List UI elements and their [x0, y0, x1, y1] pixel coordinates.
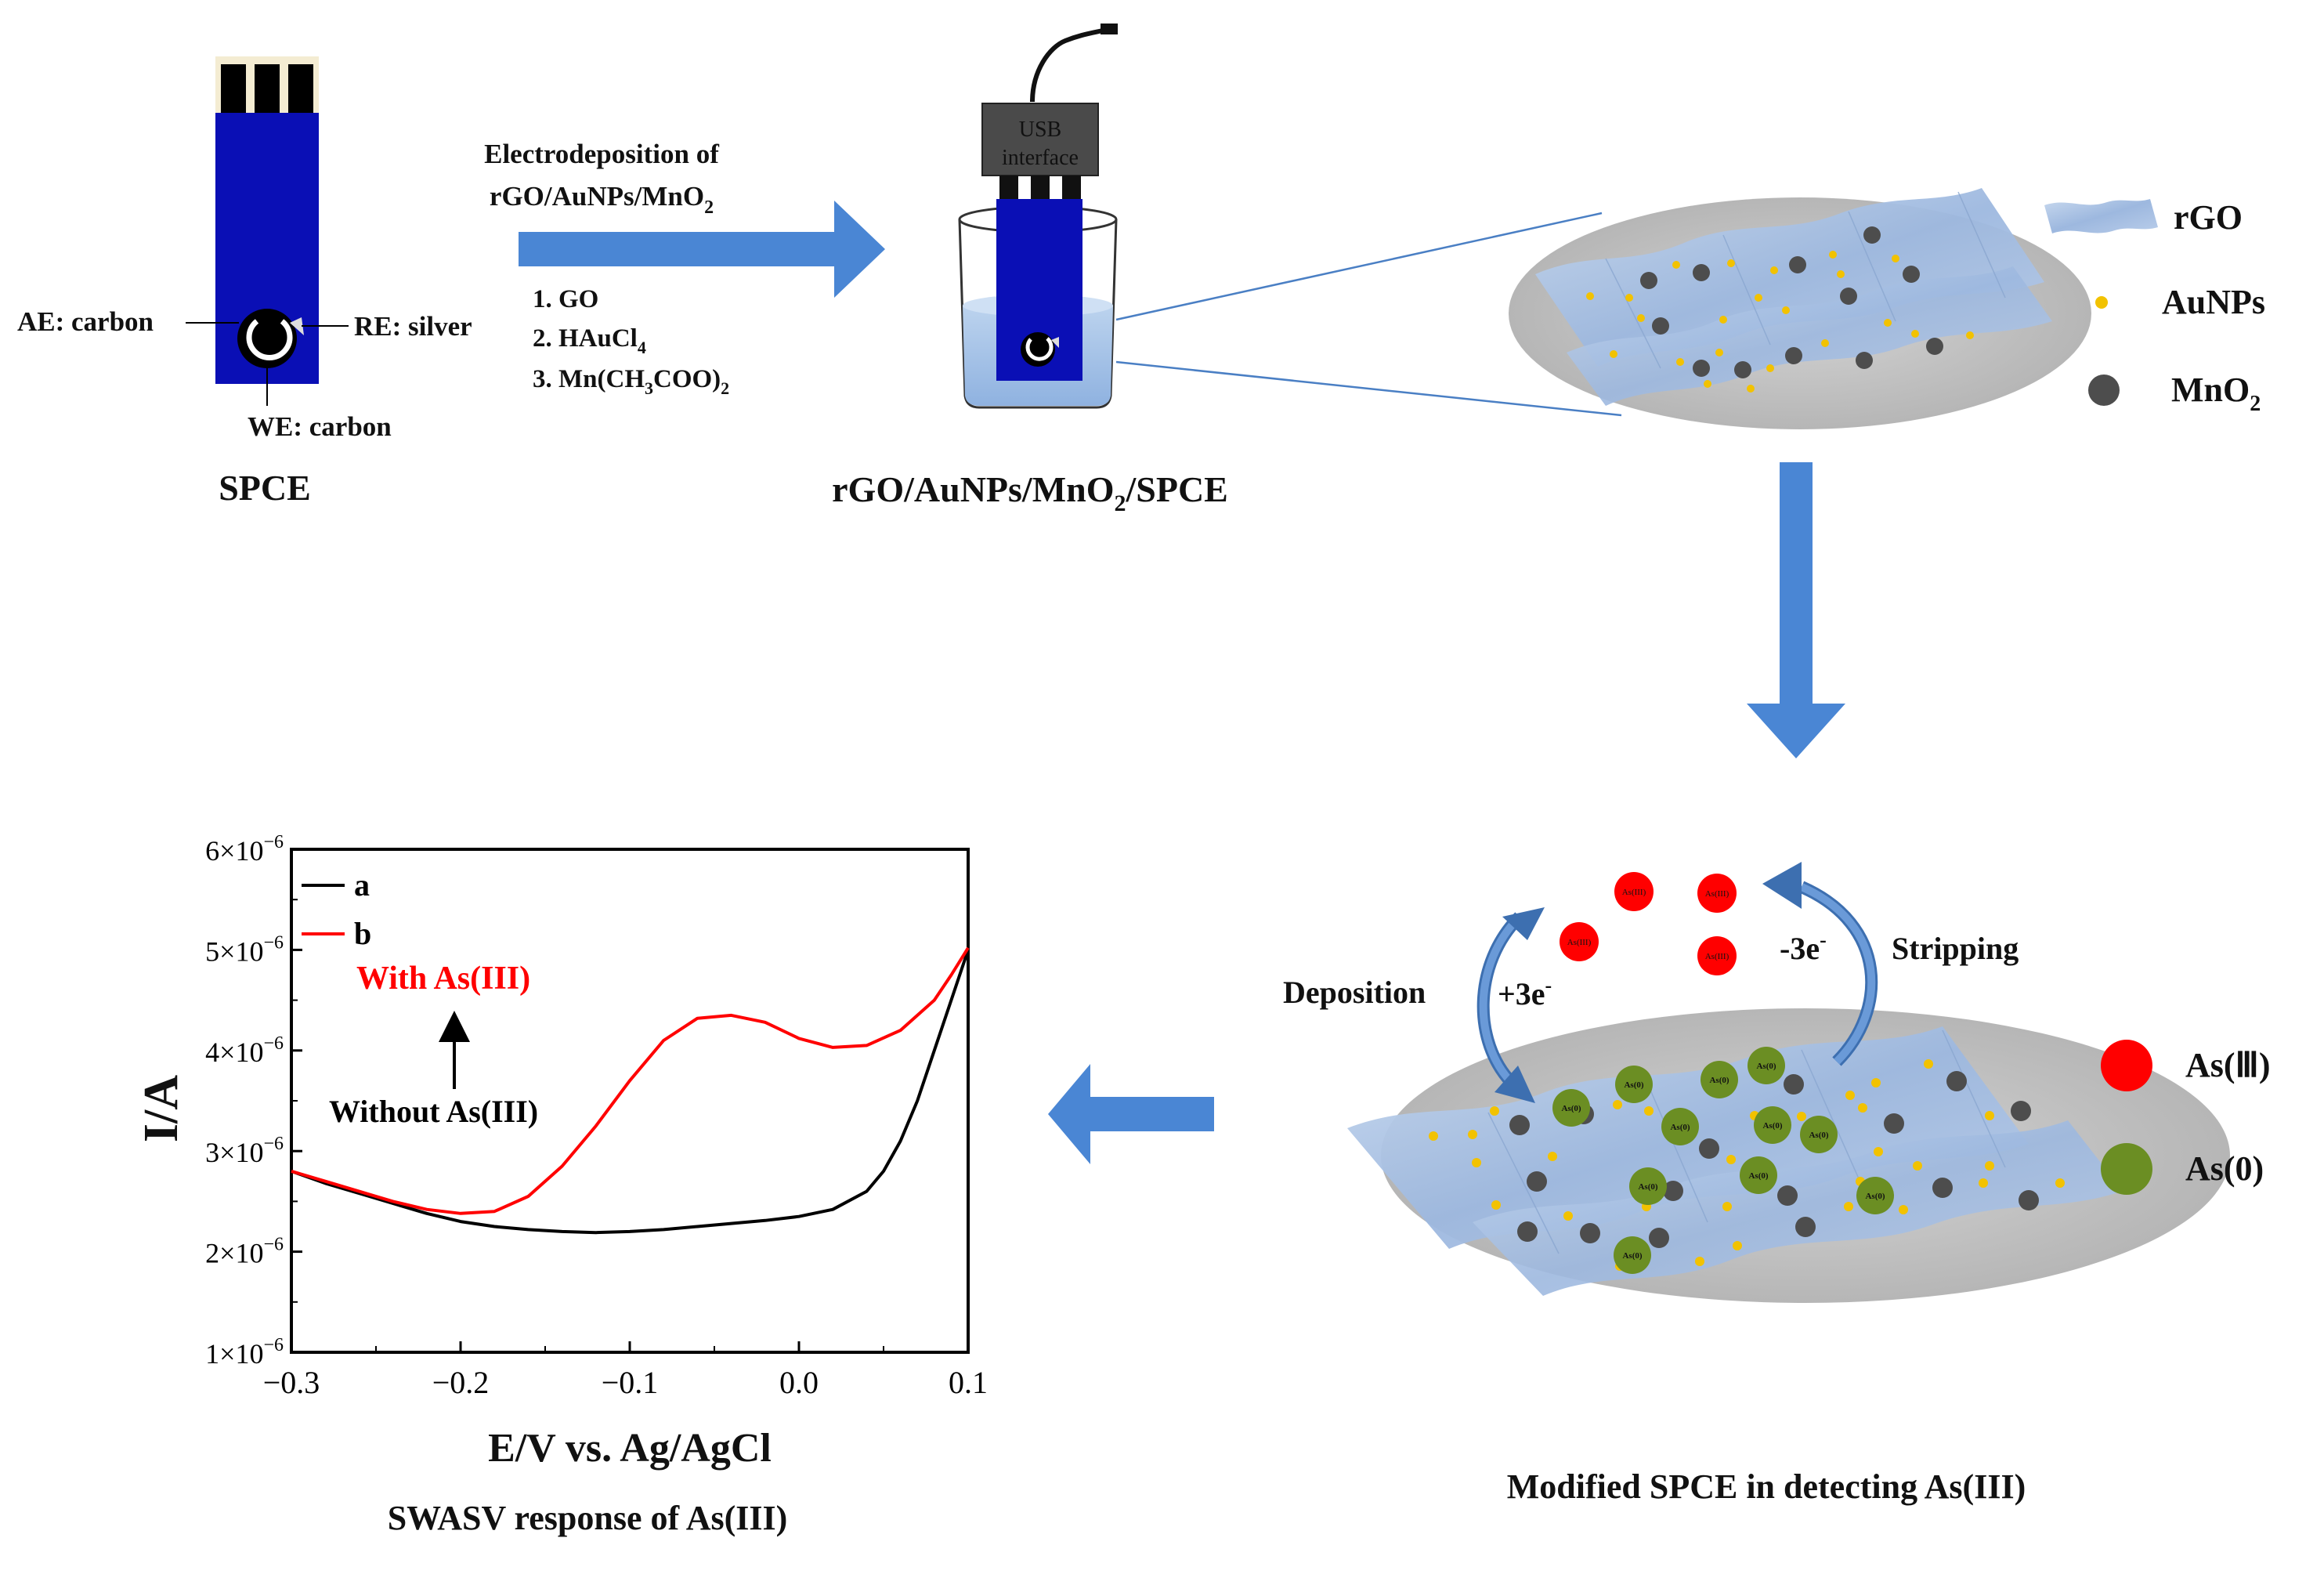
- surface-zoom-disc: [1509, 188, 2091, 429]
- electrons-gained-label: +3e-: [1498, 974, 1552, 1011]
- series-line-a: [291, 949, 970, 1235]
- rgo-legend-swatch: [2044, 199, 2158, 233]
- legend-rgo-label: rGO: [2174, 198, 2243, 237]
- spce-caption: SPCE: [219, 468, 311, 508]
- legend-aunps-label: AuNPs: [2162, 283, 2265, 321]
- y-tick-label: 4×10−6: [205, 1033, 284, 1068]
- deposition-curved-arrow: [1476, 907, 1545, 1103]
- usb-plug: [1101, 24, 1118, 34]
- usb-label-line2: interface: [1002, 146, 1079, 170]
- usb-pin: [999, 175, 1018, 199]
- deposition-label: Deposition: [1283, 975, 1426, 1010]
- y-tick-label: 1×10−6: [205, 1335, 284, 1370]
- submerged-ring: [1025, 337, 1054, 361]
- as0-particle-label: As(0): [1561, 1104, 1581, 1113]
- with-as3-annotation: With As(III): [356, 961, 530, 997]
- step-1: 1. GO: [533, 285, 598, 313]
- deposition-arrow: [519, 201, 885, 298]
- legend-label-a: a: [354, 867, 370, 903]
- as0-particle-label: As(0): [1622, 1251, 1642, 1261]
- spce-contact-pad: [288, 64, 313, 113]
- as0-particle-label: As(0): [1709, 1076, 1729, 1085]
- as0-particles: [1552, 1047, 1894, 1274]
- down-arrow: [1747, 462, 1845, 758]
- stripping-curved-arrow: [1762, 862, 1878, 1066]
- detection-caption: Modified SPCE in detecting As(III): [1507, 1467, 2026, 1506]
- usb-cable: [1030, 27, 1107, 103]
- ae-label: AE: carbon: [17, 306, 154, 337]
- spce-reference-electrode: [290, 317, 304, 335]
- detection-disc: As(0) As(0) As(0) As(0) As(0) As(0) As(0…: [1347, 1008, 2230, 1303]
- usb-label-line1: USB: [1019, 118, 1061, 142]
- as0-particle-label: As(0): [1638, 1182, 1657, 1192]
- modified-electrode-caption: rGO/AuNPs/MnO2/SPCE: [832, 469, 1228, 516]
- aunp-particles: [1429, 1059, 2065, 1271]
- legend-mno2-label: MnO2: [2171, 371, 2261, 416]
- spce-contact-pad: [255, 64, 280, 113]
- y-tick-label: 5×10−6: [205, 932, 284, 967]
- y-tick-label: 2×10−6: [205, 1235, 284, 1269]
- re-label: RE: silver: [354, 311, 472, 342]
- usb-pin: [1031, 175, 1050, 199]
- mno2-legend-swatch: [2088, 375, 2120, 406]
- usb-pin: [1062, 175, 1081, 199]
- rgo-sheet: [1567, 266, 2052, 406]
- electrodeposition-title: Electrodeposition of: [484, 139, 719, 169]
- spce-electrode: [186, 56, 349, 406]
- electrodeposition-material: rGO/AuNPs/MnO2: [490, 181, 714, 218]
- left-arrow: [1048, 1064, 1214, 1164]
- step-2: 2. HAuCl4: [533, 324, 646, 357]
- submerged-ref: [1051, 337, 1059, 348]
- x-tick-label: −0.1: [602, 1365, 659, 1400]
- zoom-line: [1115, 360, 1622, 417]
- as3-particle-label: As(III): [1705, 952, 1729, 961]
- as3-particle-label: As(III): [1567, 938, 1592, 947]
- as0-particle-label: As(0): [1756, 1062, 1776, 1071]
- as3-legend-swatch: [2101, 1040, 2152, 1091]
- x-tick-label: −0.3: [263, 1365, 320, 1400]
- as0-particle-label: As(0): [1748, 1171, 1768, 1181]
- swasv-chart: 1×10−6 2×10−6 3×10−6 4×10−6 5×10−6 6×10−6 −0.…: [135, 832, 988, 1471]
- as0-particle-label: As(0): [1624, 1080, 1643, 1090]
- legend-label-b: b: [354, 916, 371, 951]
- as0-particle-label: As(0): [1762, 1121, 1782, 1131]
- beaker-glass: [958, 219, 1118, 409]
- legend-as3-label: As(Ⅲ): [2185, 1046, 2271, 1084]
- x-axis-label: E/V vs. Ag/AgCl: [488, 1426, 772, 1471]
- aunp-legend-swatch: [2095, 296, 2108, 309]
- spce-counter-ring: [246, 319, 293, 360]
- electrons-lost-label: -3e-: [1780, 928, 1827, 966]
- usb-interface-box: [981, 103, 1099, 176]
- spce-contact-pad: [221, 64, 246, 113]
- x-tick-label: 0.1: [949, 1365, 988, 1400]
- x-tick-label: 0.0: [779, 1365, 819, 1400]
- y-tick-label: 6×10−6: [205, 832, 284, 867]
- chart-caption: SWASV response of As(III): [388, 1499, 788, 1537]
- x-tick-label: −0.2: [432, 1365, 490, 1400]
- zoom-line: [1115, 212, 1603, 321]
- aunp-particles: [1586, 251, 1974, 393]
- as0-particle-label: As(0): [1670, 1123, 1690, 1132]
- as3-particle-label: As(III): [1622, 888, 1646, 897]
- y-axis-label: I/A: [135, 1075, 188, 1142]
- mno2-particles: [1640, 226, 1943, 378]
- legend-as0-label: As(0): [2185, 1149, 2264, 1188]
- as3-particle-label: As(III): [1705, 889, 1729, 899]
- as0-legend-swatch: [2101, 1143, 2152, 1195]
- series-line-b: [291, 946, 970, 1215]
- step-3: 3. Mn(CH3COO)2: [533, 365, 729, 398]
- beaker-setup: [958, 24, 1118, 409]
- we-label: WE: carbon: [248, 411, 392, 442]
- without-as3-annotation: Without As(III): [329, 1094, 538, 1129]
- stripping-label: Stripping: [1892, 931, 2019, 966]
- as0-particle-label: As(0): [1809, 1131, 1828, 1140]
- y-tick-label: 3×10−6: [205, 1134, 284, 1168]
- legend-materials: [2044, 199, 2158, 406]
- as0-particle-label: As(0): [1865, 1192, 1885, 1201]
- as3-particles: [1560, 872, 1737, 975]
